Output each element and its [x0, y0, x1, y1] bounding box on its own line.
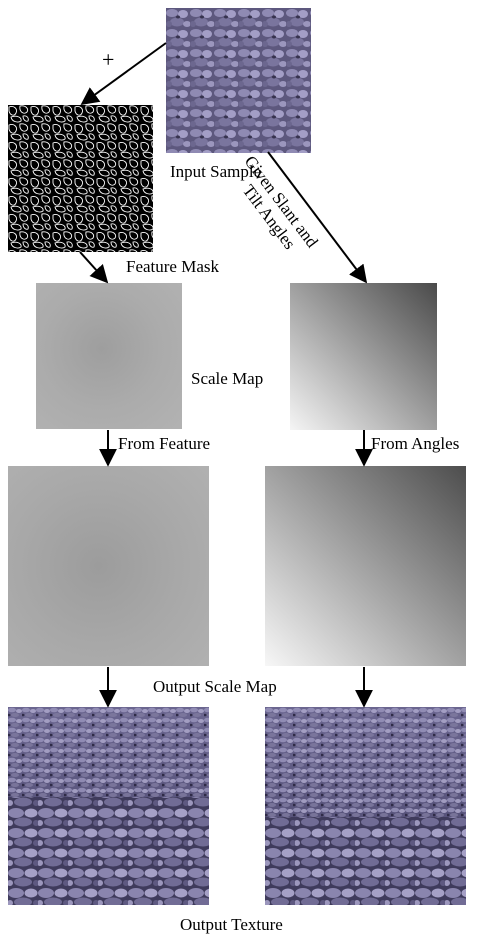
- plus-label: +: [102, 47, 115, 72]
- scale-map-feature-image: [36, 283, 182, 429]
- output-texture-label: Output Texture: [180, 915, 283, 934]
- input-sample-image: [166, 8, 311, 153]
- scale-map-label: Scale Map: [191, 369, 264, 388]
- output-texture-angles-image: [265, 707, 466, 905]
- output-scale-map-angles-image: [265, 466, 466, 666]
- feature-mask-label: Feature Mask: [126, 257, 220, 276]
- input-sample-label: Input Sample: [170, 162, 262, 181]
- from-feature-label: From Feature: [118, 434, 211, 453]
- from-angles-label: From Angles: [371, 434, 460, 453]
- arrow-mask-to-scale-map: [79, 251, 109, 284]
- output-texture-feature-image: [8, 707, 209, 905]
- output-scale-map-feature-image: [8, 466, 209, 666]
- arrow-input-to-angle-map: [267, 151, 368, 284]
- output-scale-map-label: Output Scale Map: [153, 677, 277, 696]
- scale-map-angles-image: [290, 283, 437, 430]
- arrow-input-to-mask: [80, 42, 167, 106]
- feature-mask-image: [8, 105, 153, 252]
